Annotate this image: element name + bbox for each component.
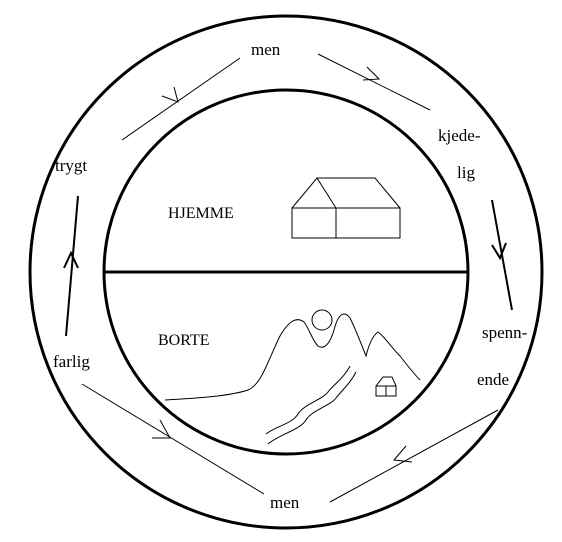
arrow-lower-left — [82, 384, 264, 494]
arrow-upper-left-head — [162, 87, 178, 102]
away-zone-label: BORTE — [158, 333, 209, 349]
arrow-lower-right — [330, 410, 498, 502]
arrow-lower-right-head — [394, 446, 412, 462]
landscape-icon — [165, 310, 420, 444]
cycle-label-top-men: men — [251, 41, 280, 58]
cycle-label-kjede: kjede- — [438, 127, 480, 144]
arrow-right-head — [492, 243, 506, 258]
arrow-upper-right — [318, 54, 430, 110]
home-zone-label: HJEMME — [168, 206, 234, 222]
small-house-icon — [376, 377, 396, 396]
arrow-left-head — [64, 253, 78, 268]
cycle-label-trygt: trygt — [55, 157, 87, 174]
cycle-label-spenn: spenn- — [482, 324, 527, 341]
cycle-label-bottom-men: men — [270, 494, 299, 511]
arrow-upper-left — [122, 58, 240, 140]
cycle-arrows — [64, 54, 512, 502]
cycle-label-lig: lig — [457, 164, 475, 181]
cycle-label-ende: ende — [477, 371, 509, 388]
cycle-label-farlig: farlig — [53, 353, 90, 370]
house-icon — [292, 178, 400, 238]
